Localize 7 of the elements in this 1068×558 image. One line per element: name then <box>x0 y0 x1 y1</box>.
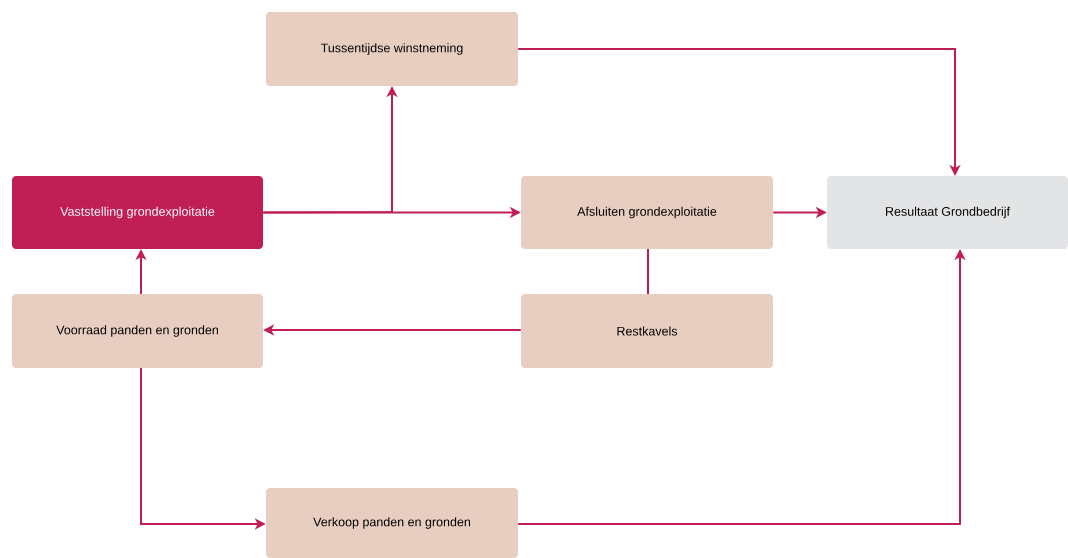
process-box: Resultaat Grondbedrijf <box>827 176 1068 249</box>
process-box: Vaststelling grondexploitatie <box>12 176 263 249</box>
process-box: Restkavels <box>521 294 773 368</box>
process-box: Afsluiten grondexploitatie <box>521 176 773 249</box>
process-box: Verkoop panden en gronden <box>266 488 518 558</box>
process-box: Tussentijdse winstneming <box>266 12 518 86</box>
process-box: Voorraad panden en gronden <box>12 294 263 368</box>
